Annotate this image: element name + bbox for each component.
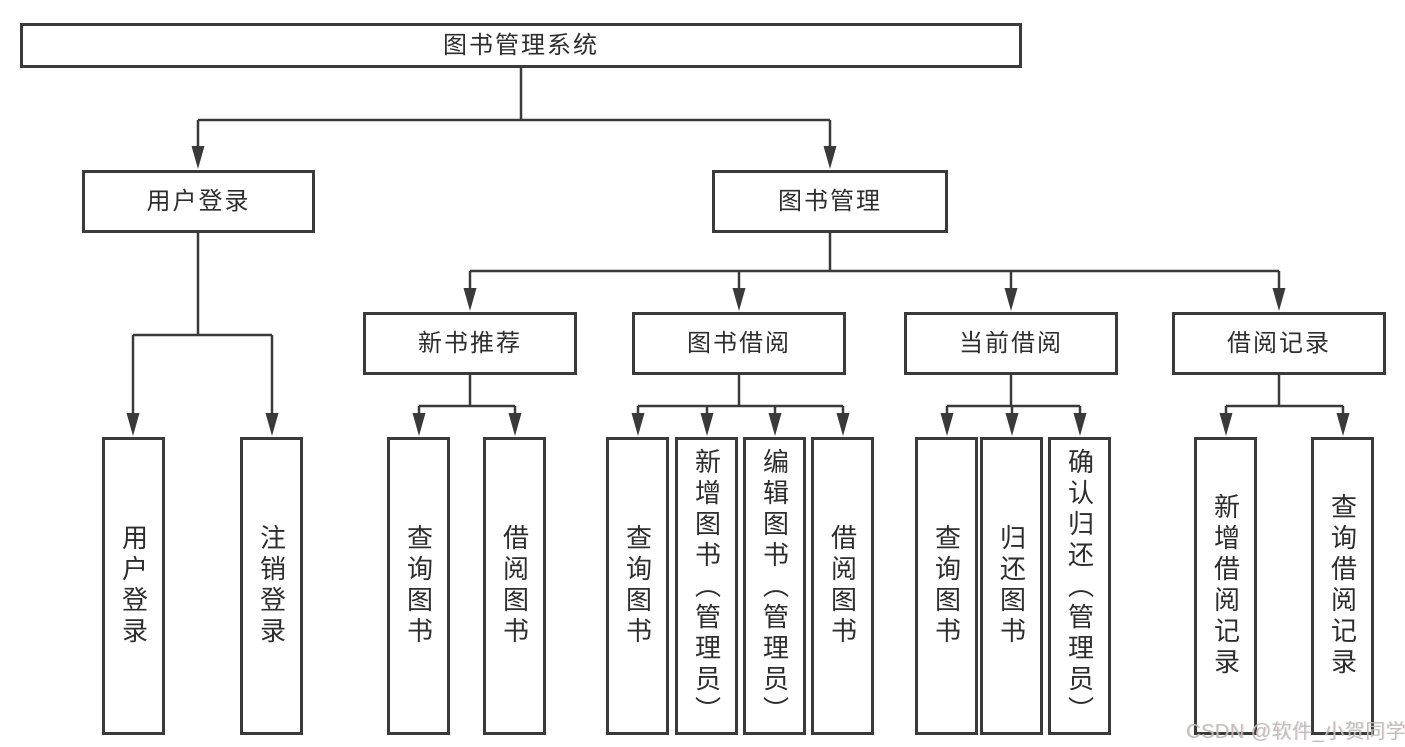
node-user-login-leaf: 用户登录 xyxy=(102,437,165,735)
node-borrowing-records: 借阅记录 xyxy=(1172,312,1386,375)
node-current-borrowing: 当前借阅 xyxy=(904,312,1118,375)
node-return-books: 归还图书 xyxy=(980,437,1043,735)
node-query-books-recommend: 查询图书 xyxy=(387,437,450,735)
node-add-borrow-record: 新增借阅记录 xyxy=(1194,437,1257,735)
node-book-borrowing: 图书借阅 xyxy=(632,312,846,375)
node-book-management: 图书管理 xyxy=(712,170,948,233)
node-user-login: 用户登录 xyxy=(82,170,315,233)
node-borrow-books-borrowing: 借阅图书 xyxy=(811,437,874,735)
node-query-books-current: 查询图书 xyxy=(915,437,978,735)
watermark: CSDN @软件_小贺同学 xyxy=(1186,721,1405,743)
node-new-book-recommendation: 新书推荐 xyxy=(363,312,577,375)
node-confirm-return-admin: 确认归还（管理员） xyxy=(1048,437,1111,735)
node-query-books-borrowing: 查询图书 xyxy=(606,437,669,735)
node-edit-books-admin: 编辑图书（管理员） xyxy=(743,437,806,735)
node-library-management-system: 图书管理系统 xyxy=(20,23,1022,68)
node-add-books-admin: 新增图书（管理员） xyxy=(675,437,738,735)
node-borrow-books-recommend: 借阅图书 xyxy=(483,437,546,735)
node-query-borrow-record: 查询借阅记录 xyxy=(1311,437,1374,735)
node-logout-leaf: 注销登录 xyxy=(240,437,303,735)
